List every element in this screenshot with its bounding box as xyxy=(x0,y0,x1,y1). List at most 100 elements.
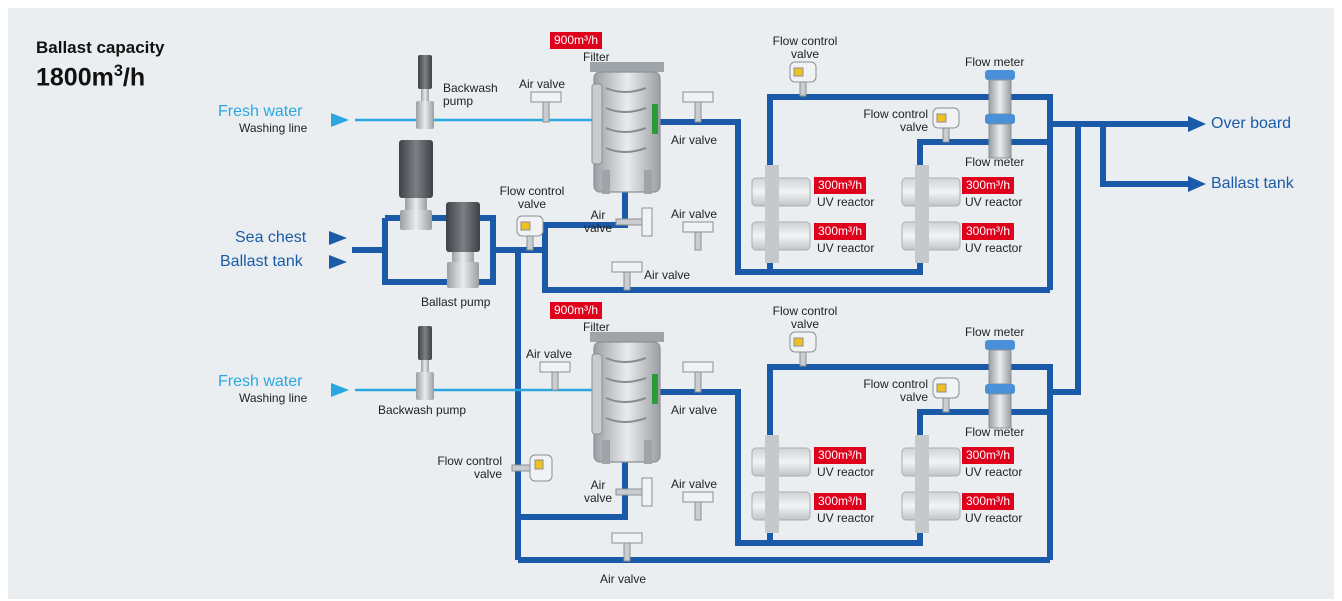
lower-filter-inlet xyxy=(518,462,628,520)
uv-reactor-l4 xyxy=(901,491,961,521)
uv-reactor-l3 xyxy=(901,447,961,477)
over-board-label: Over board xyxy=(1211,115,1292,132)
fcv-4 xyxy=(789,331,817,367)
uv-reactor-label: UV reactor xyxy=(817,465,875,479)
ballast-tank-inlet-label: Ballast tank xyxy=(220,253,303,270)
backwash-pump-2 xyxy=(416,326,434,400)
flow-meter-label: Flow meter xyxy=(965,155,1025,169)
reactor-rate-badge: 300m³/h xyxy=(814,447,867,465)
fcv-5 xyxy=(932,377,960,413)
ballast-pump-1 xyxy=(399,140,433,230)
fcv-3 xyxy=(516,215,544,251)
arrow-fresh-water-2 xyxy=(331,383,349,397)
air-valve-9 xyxy=(682,491,714,521)
backwash-pump-1 xyxy=(416,55,434,129)
flow-meter-l1 xyxy=(985,340,1015,385)
air-valve-label: Air valve xyxy=(600,572,647,586)
filter-upper xyxy=(590,62,664,194)
air-valve-label: Air valve xyxy=(644,268,691,282)
uv-reactor-label: UV reactor xyxy=(817,241,875,255)
arrow-fresh-water-1 xyxy=(331,113,349,127)
uv-reactor-label: UV reactor xyxy=(965,195,1023,209)
arrow-ballast-tank xyxy=(1188,176,1206,192)
flow-meter-label: Flow meter xyxy=(965,55,1025,69)
uv-reactor-u4 xyxy=(901,221,961,251)
uv-reactor-label: UV reactor xyxy=(965,511,1023,525)
uv-reactor-label: UV reactor xyxy=(817,195,875,209)
air-valve-label: Air valve xyxy=(671,403,718,417)
upper-filter-inlet xyxy=(542,192,628,250)
reactor-rate-badge: 300m³/h xyxy=(962,177,1015,195)
filter-rate-badge-upper: 900m³/h xyxy=(550,32,603,50)
air-valve-10 xyxy=(611,532,643,562)
air-valve-5 xyxy=(611,261,643,291)
uv-reactor-u3 xyxy=(901,177,961,207)
air-valve-label: Air valve xyxy=(671,207,718,221)
sea-chest-label: Sea chest xyxy=(235,229,307,246)
outlet-riser xyxy=(1050,124,1081,395)
arrow-sea-chest xyxy=(329,231,347,245)
flow-meter-l2 xyxy=(985,384,1015,429)
fcv-2 xyxy=(932,107,960,143)
uv-reactor-u2 xyxy=(751,221,811,251)
flow-arrows xyxy=(329,116,1206,269)
air-valve-4 xyxy=(682,221,714,251)
washing-line-label: Washing line xyxy=(239,391,308,405)
air-valves xyxy=(530,91,714,562)
reactor-rate-badge: 300m³/h xyxy=(814,223,867,241)
air-valve-1 xyxy=(530,91,562,123)
flow-meter-label: Flow meter xyxy=(965,425,1025,439)
reactor-rate-badge: 300m³/h xyxy=(814,493,867,511)
filter-lower xyxy=(590,332,664,464)
ballast-pump-2 xyxy=(446,202,480,288)
flow-meter-u1 xyxy=(985,70,1015,115)
fcv-6 xyxy=(511,454,553,482)
uv-reactor-l2 xyxy=(751,491,811,521)
air-valve-label: Air valve xyxy=(671,477,718,491)
upper-bypass xyxy=(542,250,1050,293)
uv-reactor-u1 xyxy=(751,177,811,207)
flow-meter-label: Flow meter xyxy=(965,325,1025,339)
capacity-value: 1800m3/h xyxy=(36,62,146,92)
capacity-title: Ballast capacity xyxy=(36,38,165,57)
ballast-tank-outlet-label: Ballast tank xyxy=(1211,175,1294,192)
reactor-rate-badge: 300m³/h xyxy=(962,223,1015,241)
arrow-ballast-tank-in xyxy=(329,255,347,269)
fresh-water-arrows xyxy=(331,113,349,397)
air-valve-3 xyxy=(615,207,653,237)
air-valve-7 xyxy=(682,361,714,393)
fresh-water-label: Fresh water xyxy=(218,103,303,120)
air-valve-8 xyxy=(615,477,653,507)
air-valve-label: Air valve xyxy=(671,133,718,147)
filter-rate-badge-lower: 900m³/h xyxy=(550,302,603,320)
washing-line-label: Washing line xyxy=(239,121,308,135)
air-valve-6 xyxy=(539,361,571,391)
ballast-pump-label: Ballast pump xyxy=(421,295,491,309)
fcv-1 xyxy=(789,61,817,97)
flow-control-valves xyxy=(511,61,960,482)
diagram-panel xyxy=(8,8,1334,599)
backwash-pump-label: Backwash pump xyxy=(378,403,467,417)
uv-reactor-label: UV reactor xyxy=(965,241,1023,255)
air-valve-2 xyxy=(682,91,714,123)
fresh-water-label: Fresh water xyxy=(218,373,303,390)
reactor-rate-badge: 300m³/h xyxy=(962,447,1015,465)
uv-reactor-columns xyxy=(765,165,929,533)
air-valve-label: Air valve xyxy=(519,77,566,91)
filter-label: Filter xyxy=(583,50,610,64)
air-valve-label: Air valve xyxy=(526,347,573,361)
filter-label: Filter xyxy=(583,320,610,334)
uv-reactor-label: UV reactor xyxy=(965,465,1023,479)
flow-meters xyxy=(985,70,1015,429)
uv-reactor-label: UV reactor xyxy=(817,511,875,525)
uv-reactor-l1 xyxy=(751,447,811,477)
